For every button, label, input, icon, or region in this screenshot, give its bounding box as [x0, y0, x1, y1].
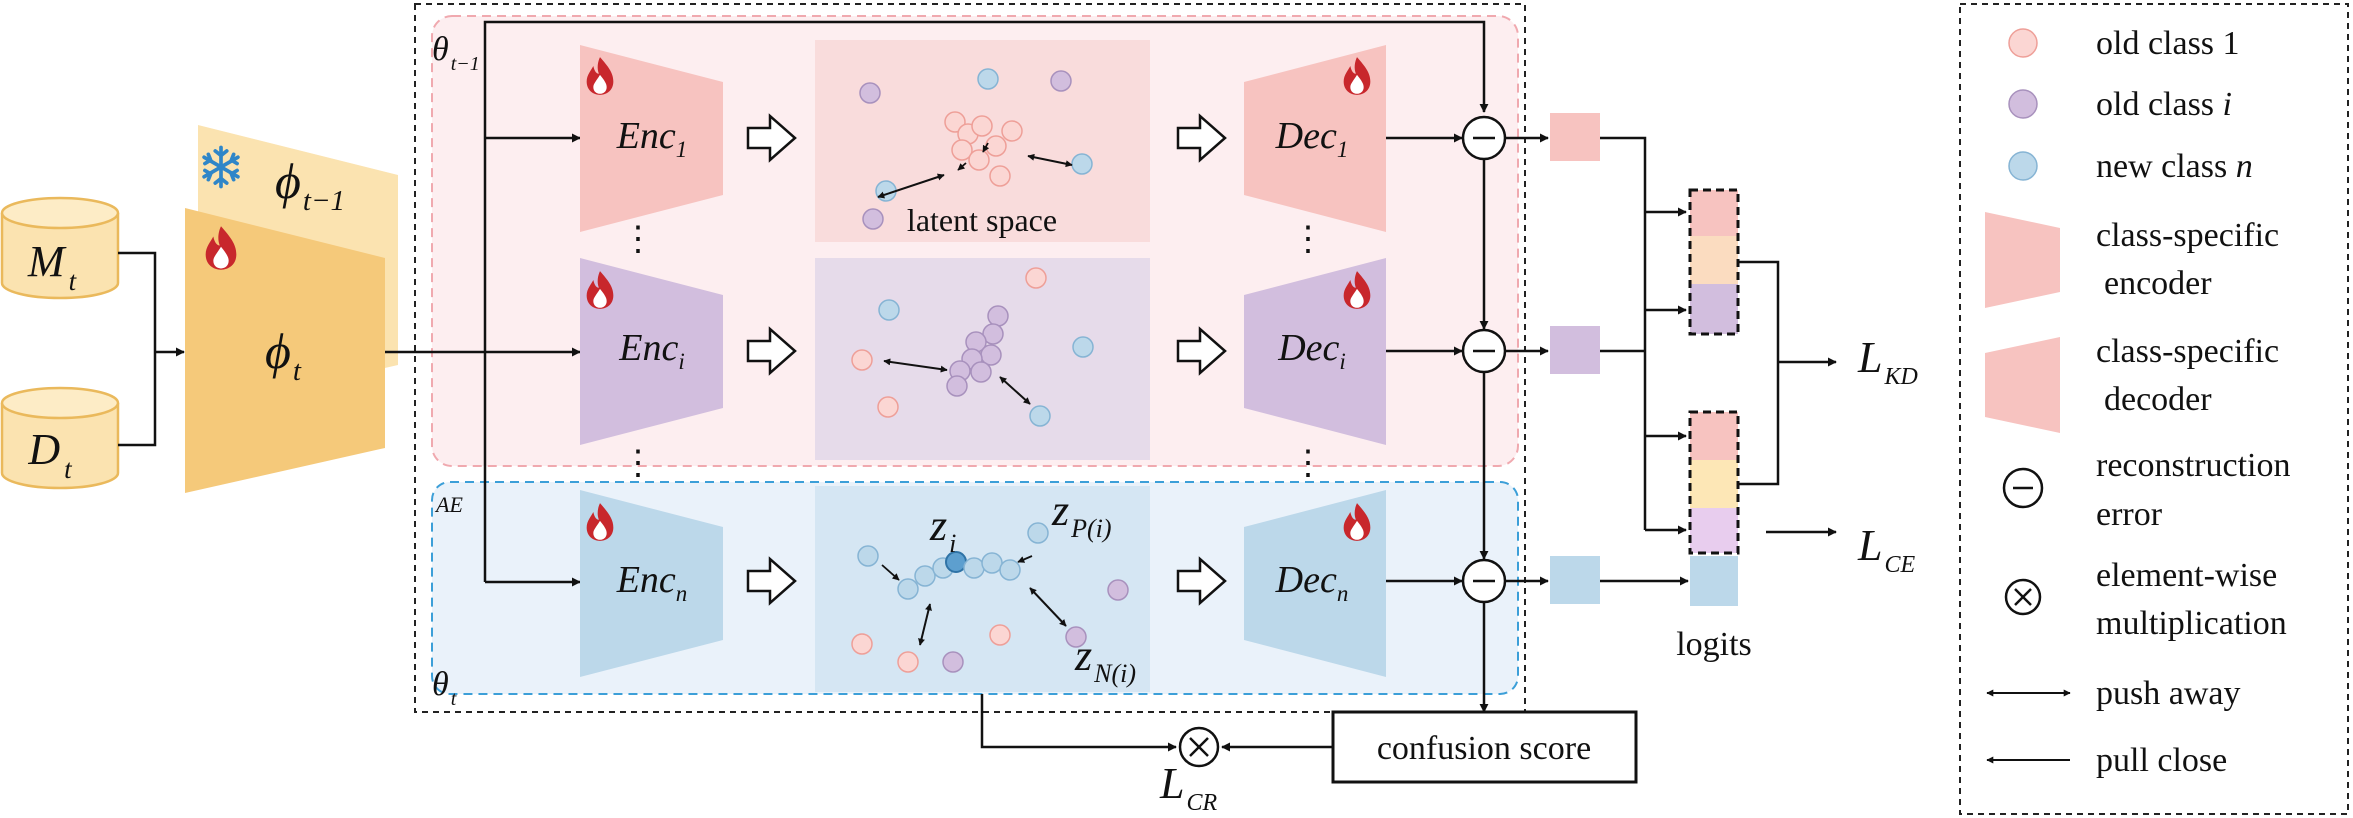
- source-merge-line: [118, 251, 157, 447]
- encoder-ellipsis: ⋮: [621, 445, 655, 482]
- svg-text:error: error: [2096, 496, 2163, 533]
- encoder-ellipsis: ⋮: [621, 221, 655, 258]
- svg-text:ϕt−1: ϕt−1: [275, 153, 345, 217]
- decoder-1: Dec1: [1244, 45, 1386, 232]
- latent-space-label: latent space: [907, 202, 1057, 238]
- svg-text:multiplication: multiplication: [2096, 605, 2287, 642]
- svg-text:reconstruction: reconstruction: [2096, 447, 2291, 484]
- svg-text:encoder: encoder: [2104, 265, 2212, 302]
- legend-encoder: class-specific encoder: [1985, 212, 2279, 308]
- trainable-backbone: ϕt: [185, 208, 385, 493]
- logit-square-i: [1550, 326, 1600, 374]
- recon-error-node-i: [1461, 328, 1507, 374]
- svg-text:pull close: pull close: [2096, 742, 2227, 779]
- svg-text:Mt: Mt: [27, 237, 78, 296]
- full-logits-stack: [1688, 410, 1740, 606]
- encoder-i: Enci: [580, 258, 723, 445]
- decode-flow-arrow: [1176, 556, 1227, 606]
- legend-old-class-1: old class 1: [2008, 25, 2240, 62]
- svg-text:element-wise: element-wise: [2096, 557, 2277, 594]
- legend-new-class-n: new class n: [2008, 148, 2253, 185]
- encode-flow-arrow: [746, 326, 797, 376]
- encoder-1: Enc1: [580, 45, 723, 232]
- latent-to-multiply-arrow: [980, 694, 1177, 752]
- svg-text:new class n: new class n: [2096, 148, 2253, 185]
- logit-square-1: [1550, 113, 1600, 161]
- recon-error-node-n: [1461, 558, 1507, 604]
- svg-text:Dec1: Dec1: [1275, 115, 1349, 162]
- decoder-i: Deci: [1244, 258, 1386, 445]
- encoder-n: Encn: [580, 490, 723, 677]
- logit-routing: [1600, 136, 1689, 586]
- decoder-n: Decn: [1244, 490, 1386, 677]
- encode-flow-arrow: [746, 556, 797, 606]
- logits-label: logits: [1676, 626, 1752, 663]
- svg-text:class-specific: class-specific: [2096, 217, 2279, 254]
- svg-text:Encn: Encn: [616, 559, 688, 606]
- svg-text:Enc1: Enc1: [616, 115, 688, 162]
- svg-text:Decn: Decn: [1275, 559, 1349, 606]
- legend-decoder: class-specific decoder: [1985, 333, 2279, 433]
- svg-text:Enci: Enci: [618, 327, 684, 374]
- legend-multiplication: element-wise multiplication: [2004, 557, 2287, 642]
- input-to-recon-arrow: [483, 20, 1489, 138]
- positive-label: zP(i): [1051, 486, 1112, 543]
- legend-reconstruction-error: reconstruction error: [2002, 447, 2291, 533]
- svg-text:decoder: decoder: [2104, 381, 2212, 418]
- latent-space-n: zi zP(i) zN(i): [815, 486, 1150, 692]
- anchor-label: zi: [929, 501, 956, 558]
- svg-text:Deci: Deci: [1277, 327, 1346, 374]
- svg-text:Dt: Dt: [27, 425, 73, 484]
- ae-label: AE: [434, 492, 463, 517]
- decoder-ellipsis: ⋮: [1291, 221, 1325, 258]
- decode-flow-arrow: [1176, 326, 1227, 376]
- svg-text:class-specific: class-specific: [2096, 333, 2279, 370]
- latent-space-1: latent space: [815, 40, 1150, 242]
- negative-label: zN(i): [1074, 631, 1136, 688]
- legend-pull-close: pull close: [1986, 742, 2227, 779]
- cr-loss-label: LCR: [1159, 759, 1217, 816]
- decode-flow-arrow: [1176, 113, 1227, 163]
- svg-text:ϕt: ϕt: [265, 323, 302, 387]
- recon-error-node-1: [1461, 115, 1507, 161]
- old-logits-stack: [1688, 188, 1740, 336]
- confusion-score-label: confusion score: [1377, 730, 1591, 767]
- kd-bracket-line: [1738, 260, 1780, 486]
- logit-square-n: [1550, 556, 1600, 604]
- kd-loss-label: LKD: [1857, 333, 1918, 390]
- latent-space-i: [815, 258, 1150, 460]
- model-box: [414, 3, 1526, 713]
- decoder-ellipsis: ⋮: [1291, 445, 1325, 482]
- svg-text:old class 1: old class 1: [2096, 25, 2240, 62]
- encode-flow-arrow: [746, 113, 797, 163]
- legend-push-away: push away: [1986, 675, 2240, 712]
- legend-old-class-i: old class i: [2008, 86, 2232, 123]
- confusion-score-box: [1331, 710, 1638, 784]
- multiplication-node: [1178, 726, 1220, 768]
- svg-text:push away: push away: [2096, 675, 2240, 712]
- svg-text:old class i: old class i: [2096, 86, 2232, 123]
- ce-loss-label: LCE: [1857, 521, 1915, 578]
